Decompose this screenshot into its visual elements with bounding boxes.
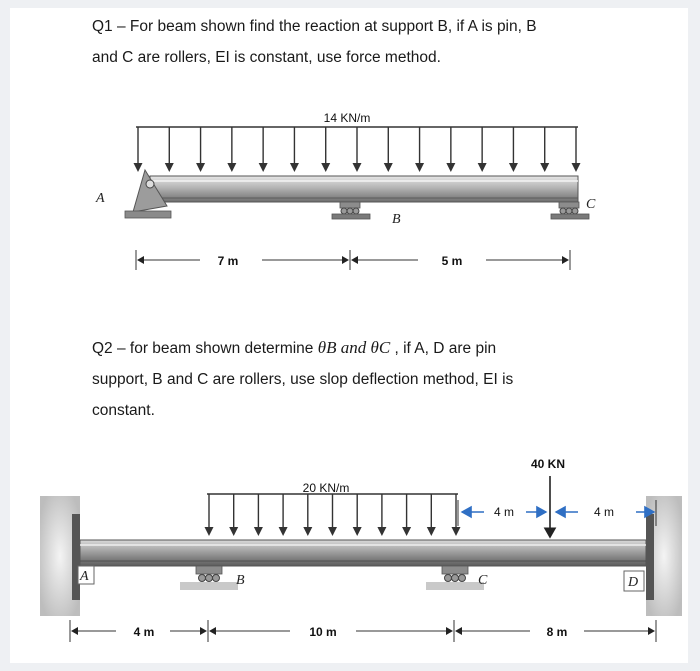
q1-load-arrow-head: [227, 163, 237, 172]
q1-roller-support-c: [550, 201, 590, 220]
q2-label-d-box: [623, 570, 645, 592]
q1-load-arrow-head: [571, 163, 581, 172]
q2-udl-arrow-head: [451, 527, 461, 536]
q2-beam: [79, 539, 647, 567]
q2-point-load-label: 40 KN: [531, 457, 565, 471]
q2-line-1: Q2 – for beam shown determine θB and θC …: [92, 332, 672, 364]
q2-udl-arrow-head: [229, 527, 239, 536]
q2-udl-arrow-head: [402, 527, 412, 536]
q2-label-a-box: [77, 565, 95, 585]
q2-udl-arrow-head: [253, 527, 263, 536]
q1-load-arrow-head: [383, 163, 393, 172]
q2-line-1-post: , if A, D are pin: [390, 340, 497, 357]
q2-line-1-pre: Q2 – for beam shown determine: [92, 340, 318, 357]
question-2-text: Q2 – for beam shown determine θB and θC …: [92, 332, 672, 426]
q1-load-arrow-head: [446, 163, 456, 172]
and-word: and: [336, 338, 371, 357]
q1-dim-5m: 5 m: [442, 254, 463, 268]
q2-dim-left: 4 m: [134, 625, 155, 639]
q1-dim-7m: 7 m: [218, 254, 239, 268]
q1-label-c: C: [586, 197, 596, 212]
q2-wall-right: [646, 496, 682, 616]
q2-figure: 20 KN/m 40 KN 4 m 4 m: [40, 457, 682, 642]
q2-wall-left: [40, 496, 80, 616]
q1-load-arrow-head: [133, 163, 143, 172]
q2-udl-arrow-head: [303, 527, 313, 536]
question-1-text: Q1 – For beam shown find the reaction at…: [92, 11, 682, 73]
q2-line-2: support, B and C are rollers, use slop d…: [92, 371, 514, 388]
q2-label-d: D: [627, 575, 638, 590]
q2-dim-4m-b: 4 m: [594, 505, 614, 519]
q1-load-arrow-head: [321, 163, 331, 172]
theta-c-symbol: θC: [370, 338, 391, 357]
q2-udl-arrow-head: [377, 527, 387, 536]
q2-label-c: C: [478, 573, 488, 588]
q1-load-arrow-head: [508, 163, 518, 172]
q1-label-b: B: [392, 212, 401, 227]
q2-label-b: B: [236, 573, 245, 588]
q1-load-arrow-head: [540, 163, 550, 172]
q1-line-2: and C are rollers, EI is constant, use f…: [92, 49, 441, 66]
q1-load-arrow-head: [196, 163, 206, 172]
q1-load-arrow-head: [164, 163, 174, 172]
q2-label-a: A: [79, 569, 89, 584]
q1-load-arrow-head: [477, 163, 487, 172]
q2-udl-arrow-head: [352, 527, 362, 536]
q2-udl-arrow-head: [426, 527, 436, 536]
q2-line-3: constant.: [92, 402, 155, 419]
q1-load-arrow-head: [289, 163, 299, 172]
q1-load-arrow-head: [415, 163, 425, 172]
q1-roller-support-b: [331, 201, 371, 220]
q1-load-arrow-head: [352, 163, 362, 172]
q1-load-label: 14 KN/m: [324, 111, 371, 125]
q2-roller-support-b: [180, 565, 238, 590]
theta-b-symbol: θB: [317, 338, 337, 357]
q2-dimension-line: [69, 620, 657, 642]
q2-dim-blue-arrows: [457, 500, 657, 526]
q1-figure: 14 KN/m A B: [95, 111, 596, 270]
q2-udl-arrow-head: [328, 527, 337, 536]
q1-load-arrows: [133, 127, 581, 172]
q2-udl-arrow-head: [204, 527, 214, 536]
q2-udl-label: 20 KN/m: [303, 481, 350, 495]
q1-label-a: A: [95, 191, 105, 206]
q1-load-arrow-head: [258, 163, 268, 172]
q2-roller-support-c: [426, 565, 484, 590]
q2-udl-arrows: [204, 494, 461, 536]
q1-line-1: Q1 – For beam shown find the reaction at…: [92, 18, 537, 35]
q2-dim-right: 8 m: [547, 625, 568, 639]
q2-dim-4m-a: 4 m: [494, 505, 514, 519]
q1-pin-support-a: [124, 168, 172, 219]
q1-dimension-line: [135, 250, 571, 270]
q2-udl-arrow-head: [278, 527, 288, 536]
q2-dim-mid: 10 m: [309, 625, 336, 639]
